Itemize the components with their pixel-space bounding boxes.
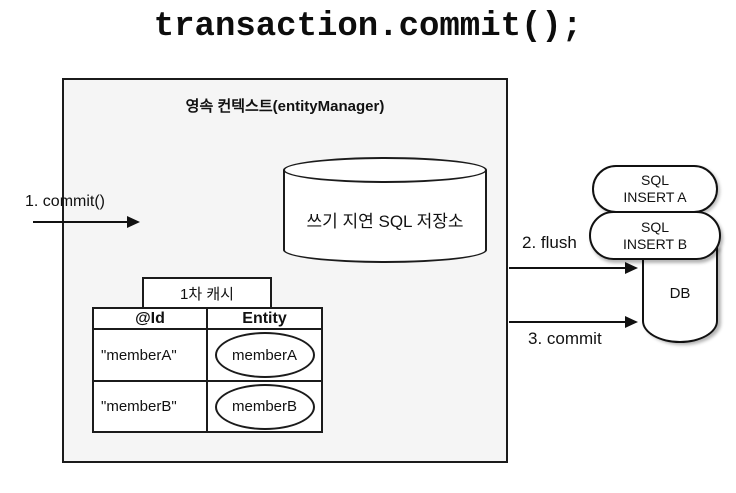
write-behind-sql-store-cylinder: 쓰기 지연 SQL 저장소: [283, 157, 487, 263]
diagram-title: transaction.commit();: [153, 8, 583, 46]
commit-out-arrow-line: [509, 321, 626, 323]
first-level-cache-label-box: 1차 캐시: [142, 277, 272, 309]
sql-insert-a-line2: INSERT A: [623, 189, 687, 205]
flush-arrow-head: [625, 262, 638, 274]
commit-out-arrow-label: 3. commit: [528, 329, 602, 348]
cache-row-a-id: "memberA": [94, 330, 208, 382]
header-cell-id: @Id: [94, 309, 208, 330]
entity-ellipse-member-a: memberA: [214, 332, 315, 378]
database-cylinder: DB: [642, 246, 718, 343]
sql-insert-b-line2: INSERT B: [622, 235, 688, 252]
sql-store-label: 쓰기 지연 SQL 저장소: [306, 212, 464, 231]
sql-insert-a-box: SQL INSERT A: [592, 165, 718, 213]
sql-insert-b-line1: SQL: [640, 218, 669, 235]
cylinder-body: [283, 170, 487, 250]
entity-label-member-b: memberB: [231, 398, 298, 415]
commit-in-arrow-head: [127, 216, 140, 228]
commit-in-arrow-label: 1. commit(): [25, 193, 105, 210]
first-level-cache-table: @Id Entity "memberA" memberA "memberB" m…: [92, 307, 323, 433]
flush-arrow-label: 2. flush: [522, 233, 577, 252]
first-level-cache-label: 1차 캐시: [180, 285, 234, 303]
commit-in-arrow-line: [33, 221, 128, 223]
persistence-context-label: 영속 컨텍스트(entityManager): [185, 98, 385, 115]
database-label: DB: [669, 285, 691, 302]
cache-row-a-entity-cell: memberA: [208, 330, 321, 382]
commit-out-arrow-head: [625, 316, 638, 328]
cylinder-top-ellipse: [283, 157, 487, 183]
cache-row-b-id: "memberB": [94, 382, 208, 431]
cache-row-b-entity-cell: memberB: [208, 382, 321, 431]
sql-insert-b-box: SQL INSERT B: [589, 211, 721, 260]
entity-label-member-a: memberA: [231, 346, 298, 364]
header-cell-entity: Entity: [208, 309, 321, 330]
entity-ellipse-member-b: memberB: [214, 383, 315, 430]
flush-arrow-line: [509, 267, 626, 269]
sql-insert-a-line1: SQL: [640, 172, 669, 189]
